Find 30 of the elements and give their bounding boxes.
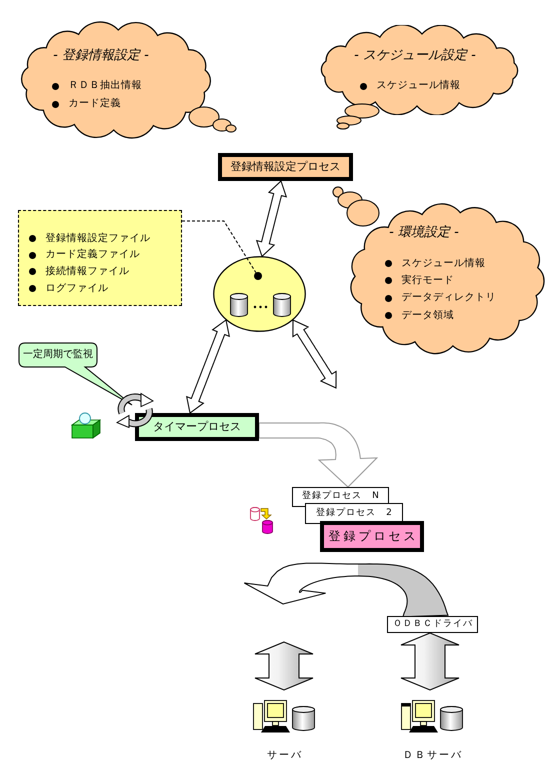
block-arrow (400, 632, 460, 691)
block-arrow (186, 319, 230, 414)
process-box: 登録プロセス (320, 521, 424, 552)
leader-line (182, 220, 256, 274)
list-item: 接続情報ファイル (46, 266, 130, 278)
list-item: 実行モード (402, 275, 454, 287)
process-box: タイマープロセス (135, 413, 259, 441)
block-arrow (256, 180, 288, 258)
list-item: カード定義 (68, 98, 121, 110)
label-box: ＯＤＢＣドライバ (387, 616, 478, 633)
list-item: ＲＤＢ抽出情報 (68, 80, 142, 92)
note-box (18, 210, 182, 306)
list-item: 登録情報設定ファイル (46, 232, 150, 244)
server-label: ＤＢサーバ (402, 750, 463, 761)
block-arrow (254, 641, 314, 691)
process-box: 登録情報設定プロセス (218, 153, 353, 181)
list-item: スケジュール情報 (402, 258, 486, 270)
list-item: スケジュール情報 (376, 80, 460, 92)
block-arrow (292, 319, 337, 389)
list-item: ログファイル (46, 282, 108, 294)
block-arrow (258, 422, 378, 488)
cloud-heading: - 環境設定 - (389, 225, 459, 240)
list-item: データディレクトリ (402, 292, 496, 304)
cloud-heading: - 登録情報設定 - (53, 48, 149, 63)
bubble-text: 一定周期で監視 (23, 349, 93, 361)
list-item: データ領域 (402, 310, 454, 322)
cloud-heading: - スケジュール設定 - (354, 48, 476, 63)
server-label: サーバ (266, 750, 303, 761)
block-arrow (244, 562, 449, 618)
list-item: カード定義ファイル (46, 249, 140, 261)
